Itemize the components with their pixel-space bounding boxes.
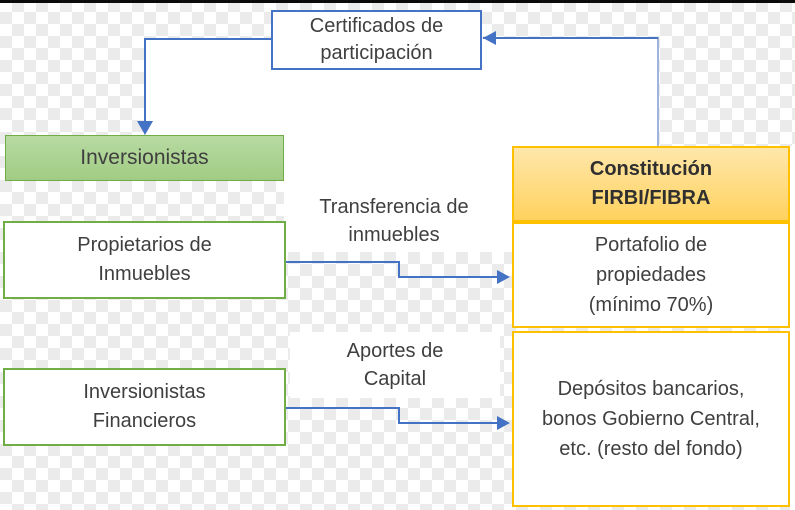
node-propietarios-de-inmuebles: Propietarios de Inmuebles (3, 221, 286, 299)
node-inversionistas: Inversionistas (5, 135, 284, 181)
arrowhead-right-icon (497, 416, 510, 430)
node-text-line: participación (320, 42, 433, 64)
arrowhead-left-icon (483, 31, 496, 45)
edge-label-line: Aportes de (346, 340, 444, 362)
connector-propietarios-to-portafolio-step (398, 261, 400, 278)
node-text-line: etc. (resto del fondo) (559, 438, 743, 460)
connector-constitucion-to-certificados-vertical (657, 37, 659, 146)
node-text-line: Inversionistas (80, 146, 209, 169)
node-text-line: Portafolio de (594, 234, 708, 256)
node-text-line: Propietarios de (77, 234, 212, 256)
node-depositos-bancarios: Depósitos bancarios, bonos Gobierno Cent… (512, 331, 790, 507)
connector-propietarios-to-portafolio-seg2 (398, 276, 498, 278)
node-text-line: Inmuebles (98, 263, 191, 285)
connector-financieros-to-depositos-step (398, 407, 400, 424)
white-backdrop-right (512, 39, 658, 146)
node-text-line: FIRBI/FIBRA (591, 187, 711, 209)
edge-label-line: Transferencia de (319, 196, 469, 218)
node-text-line: Constitución (589, 158, 713, 180)
edge-label-aportes-de-capital: Aportes de Capital (290, 332, 500, 398)
node-text-line: Certificados de (309, 15, 444, 37)
node-text-line: bonos Gobierno Central, (542, 408, 760, 430)
white-backdrop-right-edge (790, 146, 795, 510)
node-text-line: propiedades (595, 264, 707, 286)
edge-label-line: Capital (363, 368, 427, 390)
arrowhead-down-icon (137, 121, 153, 135)
node-text-line: Depósitos bancarios, (557, 378, 745, 400)
edge-label-transferencia-de-inmuebles: Transferencia de inmuebles (288, 190, 500, 252)
white-backdrop-left (145, 39, 284, 136)
node-certificados-de-participacion: Certificados de participación (271, 10, 482, 70)
node-text-line: Inversionistas (83, 381, 206, 403)
node-text-line: Financieros (92, 410, 197, 432)
connector-financieros-to-depositos-seg2 (398, 422, 498, 424)
node-inversionistas-financieros: Inversionistas Financieros (3, 368, 286, 446)
white-backdrop-center (284, 39, 512, 252)
connector-certificados-to-inversionistas-horizontal (145, 38, 271, 40)
node-constitucion-firbi-fibra: Constitución FIRBI/FIBRA (512, 146, 790, 222)
top-border-line (0, 0, 795, 3)
arrowhead-right-icon (497, 270, 510, 284)
connector-constitucion-to-certificados-horizontal (483, 37, 658, 39)
connector-financieros-to-depositos-seg1 (286, 407, 400, 409)
connector-certificados-to-inversionistas-vertical (144, 38, 146, 122)
connector-propietarios-to-portafolio-seg1 (286, 261, 400, 263)
node-text-line: (mínimo 70%) (588, 294, 714, 316)
edge-label-line: inmuebles (348, 224, 440, 246)
node-portafolio-de-propiedades: Portafolio de propiedades (mínimo 70%) (512, 222, 790, 328)
